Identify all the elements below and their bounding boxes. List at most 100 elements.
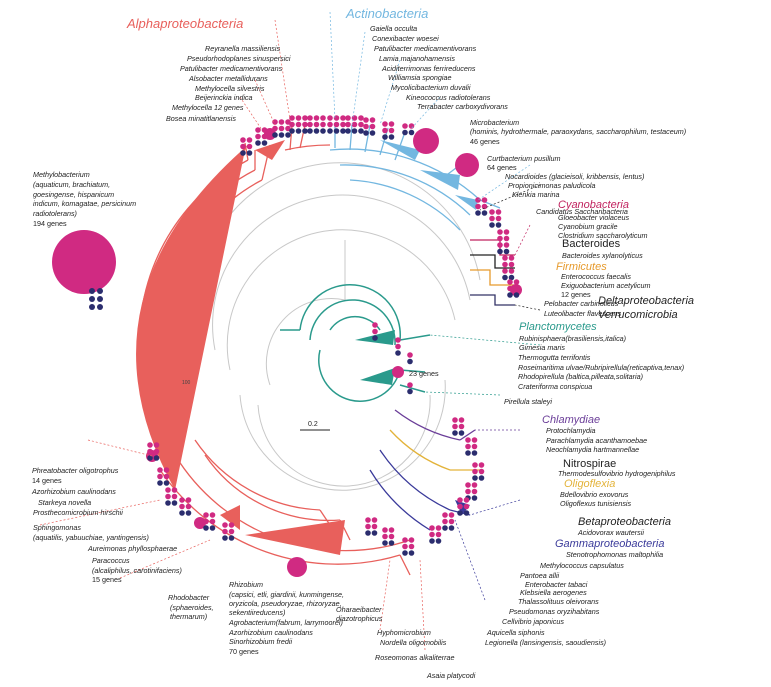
species-labels: Reyranella massiliensis Pseudorhodoplane… xyxy=(31,24,686,680)
label-ac1: Gaiella occulta xyxy=(370,24,417,33)
curtobacterium-wedge xyxy=(420,170,460,190)
marker-dots-194 xyxy=(89,288,103,310)
tip-dot xyxy=(289,115,295,121)
tip-dots xyxy=(147,115,520,556)
label-gv: Gloeobacter violaceus xyxy=(558,213,630,222)
tip-dot xyxy=(395,343,401,350)
tip-dot xyxy=(513,285,520,292)
tip-dot xyxy=(313,128,320,134)
tip-dot xyxy=(371,530,378,536)
tip-dot xyxy=(497,242,503,248)
label-ac8: Kineococcus radiotolerans xyxy=(406,93,491,102)
tip-dot xyxy=(147,448,153,455)
tip-dot xyxy=(313,115,320,121)
tip-dot xyxy=(228,535,235,541)
heading-gamma: Gammaproteobacteria xyxy=(555,538,664,550)
label-ac6: Williamsia spongiae xyxy=(388,73,451,82)
label-aw: Acidovorax wautersii xyxy=(577,528,644,537)
tip-dot xyxy=(345,128,351,134)
label-gm: Gimesia maris xyxy=(519,343,565,352)
label-mb5: radiotolerans) xyxy=(33,209,77,218)
tip-dot xyxy=(228,528,235,535)
tip-dot xyxy=(320,128,326,134)
tip-dot xyxy=(171,487,178,493)
tip-dot xyxy=(465,443,471,450)
tip-dot xyxy=(147,442,153,448)
tip-dot xyxy=(448,518,455,525)
heading-alpha: Alphaproteobacteria xyxy=(126,16,243,31)
tip-dot xyxy=(402,537,408,543)
tip-dot xyxy=(503,248,510,255)
tip-dot xyxy=(475,203,481,210)
circle-15 xyxy=(194,517,206,529)
rhodopirellula-wedge xyxy=(360,368,395,385)
tip-dot xyxy=(302,115,308,121)
label-rz2: (capsici, etli, giardinii, kunmingense, xyxy=(229,590,344,599)
label-cc: Crateriforma conspicua xyxy=(518,382,592,391)
label-leg: Legionella (lansingensis, saoudiensis) xyxy=(485,638,606,647)
circle-64 xyxy=(455,153,479,177)
label-aur: Aureimonas phyllosphaerae xyxy=(87,544,177,553)
tip-dot xyxy=(340,115,346,121)
tip-dot xyxy=(513,292,520,298)
tip-dot xyxy=(448,512,455,518)
label-mic2: (hominis, hydrothermale, paraoxydans, sa… xyxy=(470,127,686,136)
label-rz8: 70 genes xyxy=(229,647,259,656)
tip-dot xyxy=(457,497,463,503)
tip-dot xyxy=(363,130,369,136)
label-rb2: (sphaeroides, xyxy=(170,603,214,612)
tip-dot xyxy=(228,522,235,528)
tip-dot xyxy=(463,503,470,510)
tip-dot xyxy=(508,274,515,281)
tip-dot xyxy=(457,503,463,510)
tip-dot xyxy=(408,543,415,550)
tip-dot xyxy=(503,242,510,248)
tip-dot xyxy=(452,430,458,436)
label-bx: Bacteroides xylanolyticus xyxy=(562,251,643,260)
tip-dot xyxy=(465,450,471,456)
label-kle: Klenkia marina xyxy=(512,190,560,199)
tip-dot xyxy=(408,129,415,136)
tip-dot xyxy=(478,468,485,475)
tip-dot xyxy=(448,525,455,531)
tip-dot xyxy=(508,261,515,268)
label-ac5: Aciditerrimonas ferrireducens xyxy=(381,64,476,73)
tip-dot xyxy=(165,493,171,500)
label-ef: Enterococcus faecalis xyxy=(561,272,631,281)
label-lf: Luteolibacter flavescens xyxy=(544,309,622,318)
tip-dot xyxy=(471,443,478,450)
label-ps: Pirellula staleyi xyxy=(504,397,552,406)
tip-dot xyxy=(255,127,261,133)
tip-dot xyxy=(382,127,388,134)
plancto-branches xyxy=(280,284,431,402)
label-noc: Nocardioides (glacieisoli, kribbensis, l… xyxy=(505,172,644,181)
heading-verruco: Verrucomicrobia xyxy=(598,309,678,321)
tip-dot xyxy=(402,129,408,136)
label-pac: Parachlamydia acanthamoebae xyxy=(546,436,647,445)
tip-dot xyxy=(246,143,253,150)
tip-dot xyxy=(463,497,470,503)
tip-dot xyxy=(435,525,442,531)
tip-dot xyxy=(285,125,291,132)
tip-dot xyxy=(395,337,401,343)
tip-dot xyxy=(435,531,442,538)
label-cs: Candidatus Saccharibacteria xyxy=(536,207,628,216)
label-ot: Oligoflexus tunisiensis xyxy=(560,499,632,508)
tip-dot xyxy=(285,132,291,138)
heading-oligoflexia: Oligoflexia xyxy=(564,478,615,490)
tip-dot xyxy=(429,531,435,538)
tip-dot xyxy=(365,523,371,530)
label-rz4: sekentiireducens) xyxy=(229,608,285,617)
tip-dot xyxy=(442,518,448,525)
tip-dot xyxy=(481,210,488,216)
tip-dot xyxy=(185,497,192,503)
tip-dot xyxy=(472,468,478,475)
label-sn: Starkeya novella xyxy=(38,498,91,507)
label-ac9: Terrabacter carboxydivorans xyxy=(417,102,508,111)
clade-wedges xyxy=(136,140,478,555)
tip-dot xyxy=(272,119,278,125)
circle-194 xyxy=(52,230,116,294)
tip-dot xyxy=(388,533,395,540)
